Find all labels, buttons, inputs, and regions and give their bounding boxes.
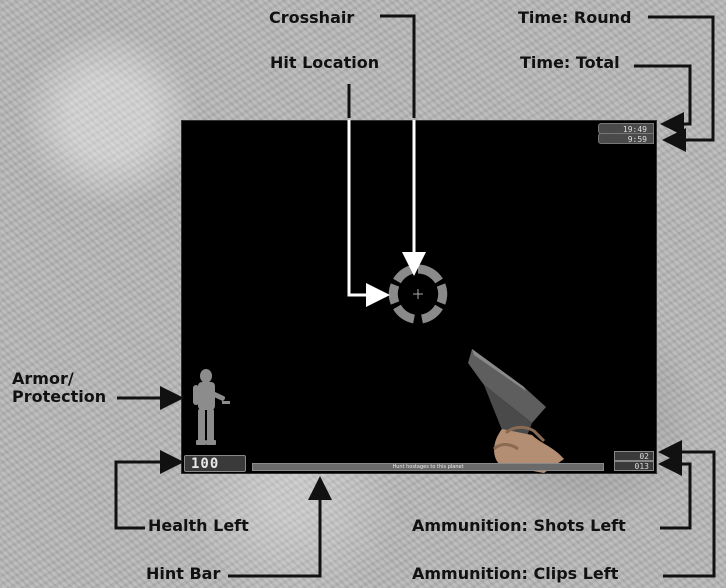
callout-arrows	[0, 0, 726, 588]
